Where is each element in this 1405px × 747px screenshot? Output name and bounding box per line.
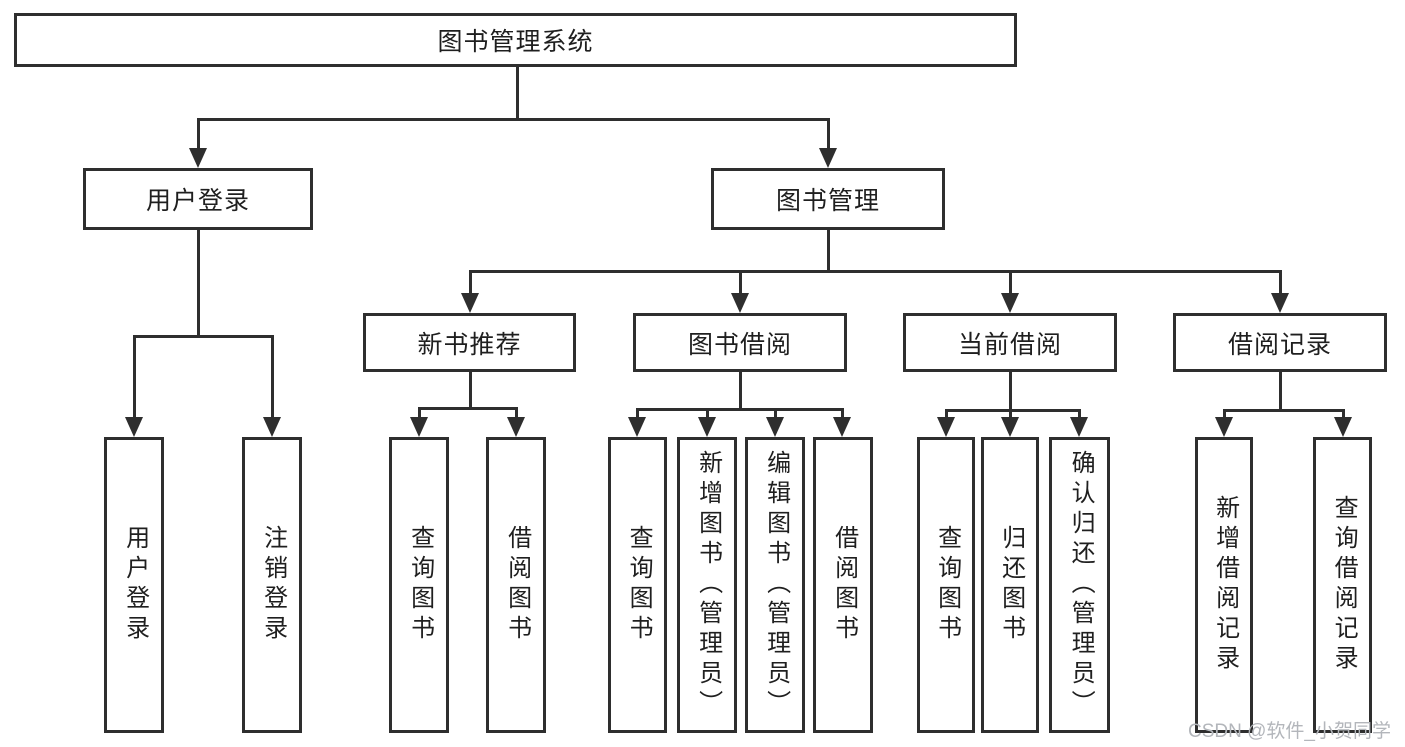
node-book-borrow: 图书借阅 [633,313,847,372]
node-label: 查询借阅记录 [1330,495,1357,675]
node-leaf-edit-books-admin: 编辑图书（管理员） [745,437,805,733]
node-leaf-query-books-3: 查询图书 [917,437,975,733]
node-leaf-confirm-return-admin: 确认归还（管理员） [1049,437,1110,733]
node-leaf-borrow-books-2: 借阅图书 [813,437,873,733]
node-leaf-return-books: 归还图书 [981,437,1039,733]
arrow-borrow-leaf2 [698,417,716,437]
connector-level2-bus [197,118,830,121]
node-leaf-borrow-books-1: 借阅图书 [486,437,546,733]
connector-records-stem [1279,270,1282,293]
arrow-to-logout-leaf [263,417,281,437]
connector-current-drop [1009,371,1012,409]
connector-newbook-stem [469,270,472,293]
connector-login-stem [197,118,200,148]
node-borrow-records: 借阅记录 [1173,313,1387,372]
node-label: 新增借阅记录 [1211,495,1238,675]
connector-current-leaf3-stem [1078,409,1081,417]
connector-newbook-bus [418,407,518,410]
node-label: 编辑图书（管理员） [762,450,789,720]
node-user-login: 用户登录 [83,168,313,230]
node-label: 图书借阅 [687,331,792,359]
arrow-to-user-login [189,148,207,168]
connector-borrow-leaf1-stem [636,408,639,417]
connector-borrow-leaf2-stem [706,408,709,417]
node-label: 用户登录 [145,188,250,215]
connector-current-leaf2-stem [1009,409,1012,417]
watermark-text: CSDN @软件_小贺同学 [1188,721,1391,742]
connector-newbook-leaf2-stem [515,407,518,417]
arrow-current-leaf2 [1001,417,1019,437]
arrow-to-login-leaf [125,417,143,437]
node-label: 新书推荐 [417,331,522,359]
connector-mgmt-drop [827,230,830,270]
connector-newbook-drop [469,371,472,407]
arrow-to-book-borrow [731,293,749,313]
node-label: 注销登录 [259,525,286,645]
arrow-current-leaf3 [1070,417,1088,437]
connector-login-child2-stem [271,335,274,417]
connector-root-drop [516,67,519,118]
node-label: 新增图书（管理员） [694,450,721,720]
node-current-borrow: 当前借阅 [903,313,1117,372]
node-leaf-add-borrow-record: 新增借阅记录 [1195,437,1253,733]
connector-borrow-bus [636,408,844,411]
arrow-borrow-leaf3 [766,417,784,437]
arrow-to-book-mgmt [819,148,837,168]
node-label: 图书管理 [775,188,880,215]
arrow-records-leaf1 [1215,417,1233,437]
arrow-to-current-borrow [1001,293,1019,313]
arrow-to-new-book [461,293,479,313]
arrow-to-borrow-records [1271,293,1289,313]
node-leaf-logout: 注销登录 [242,437,302,733]
connector-records-drop [1279,371,1282,409]
connector-login-child1-stem [133,335,136,417]
arrow-records-leaf2 [1334,417,1352,437]
connector-borrow-leaf3-stem [774,408,777,417]
connector-borrow-drop [739,371,742,408]
node-label: 查询图书 [406,525,433,645]
arrow-newbook-leaf2 [507,417,525,437]
node-label: 查询图书 [625,525,652,645]
node-book-mgmt: 图书管理 [711,168,945,230]
node-root-system: 图书管理系统 [14,13,1017,67]
connector-records-bus [1223,409,1344,412]
node-label: 用户登录 [121,525,148,645]
node-label: 确认归还（管理员） [1067,450,1094,720]
arrow-current-leaf1 [937,417,955,437]
connector-level3-bus [469,270,1282,273]
node-label: 借阅图书 [503,525,530,645]
connector-records-leaf2-stem [1342,409,1345,417]
node-leaf-query-books-2: 查询图书 [608,437,667,733]
node-leaf-add-books-admin: 新增图书（管理员） [677,437,737,733]
connector-current-leaf1-stem [945,409,948,417]
node-label: 查询图书 [933,525,960,645]
connector-borrow-stem [739,270,742,293]
connector-mgmt-stem [827,118,830,148]
node-label: 图书管理系统 [437,29,594,56]
connector-borrow-leaf4-stem [841,408,844,417]
arrow-borrow-leaf4 [833,417,851,437]
connector-records-leaf1-stem [1223,409,1226,417]
node-label: 归还图书 [997,525,1024,645]
arrow-borrow-leaf1 [628,417,646,437]
arrow-newbook-leaf1 [410,417,428,437]
connector-login-bus [133,335,274,338]
node-leaf-user-login: 用户登录 [104,437,164,733]
node-leaf-query-borrow-record: 查询借阅记录 [1313,437,1372,733]
node-label: 借阅记录 [1227,331,1332,359]
connector-login-drop [197,230,200,335]
node-label: 借阅图书 [830,525,857,645]
node-new-book-recommend: 新书推荐 [363,313,576,372]
connector-newbook-leaf1-stem [418,407,421,417]
node-label: 当前借阅 [957,331,1062,359]
node-leaf-query-books-1: 查询图书 [389,437,449,733]
connector-current-stem [1009,270,1012,293]
connector-current-bus [945,409,1081,412]
